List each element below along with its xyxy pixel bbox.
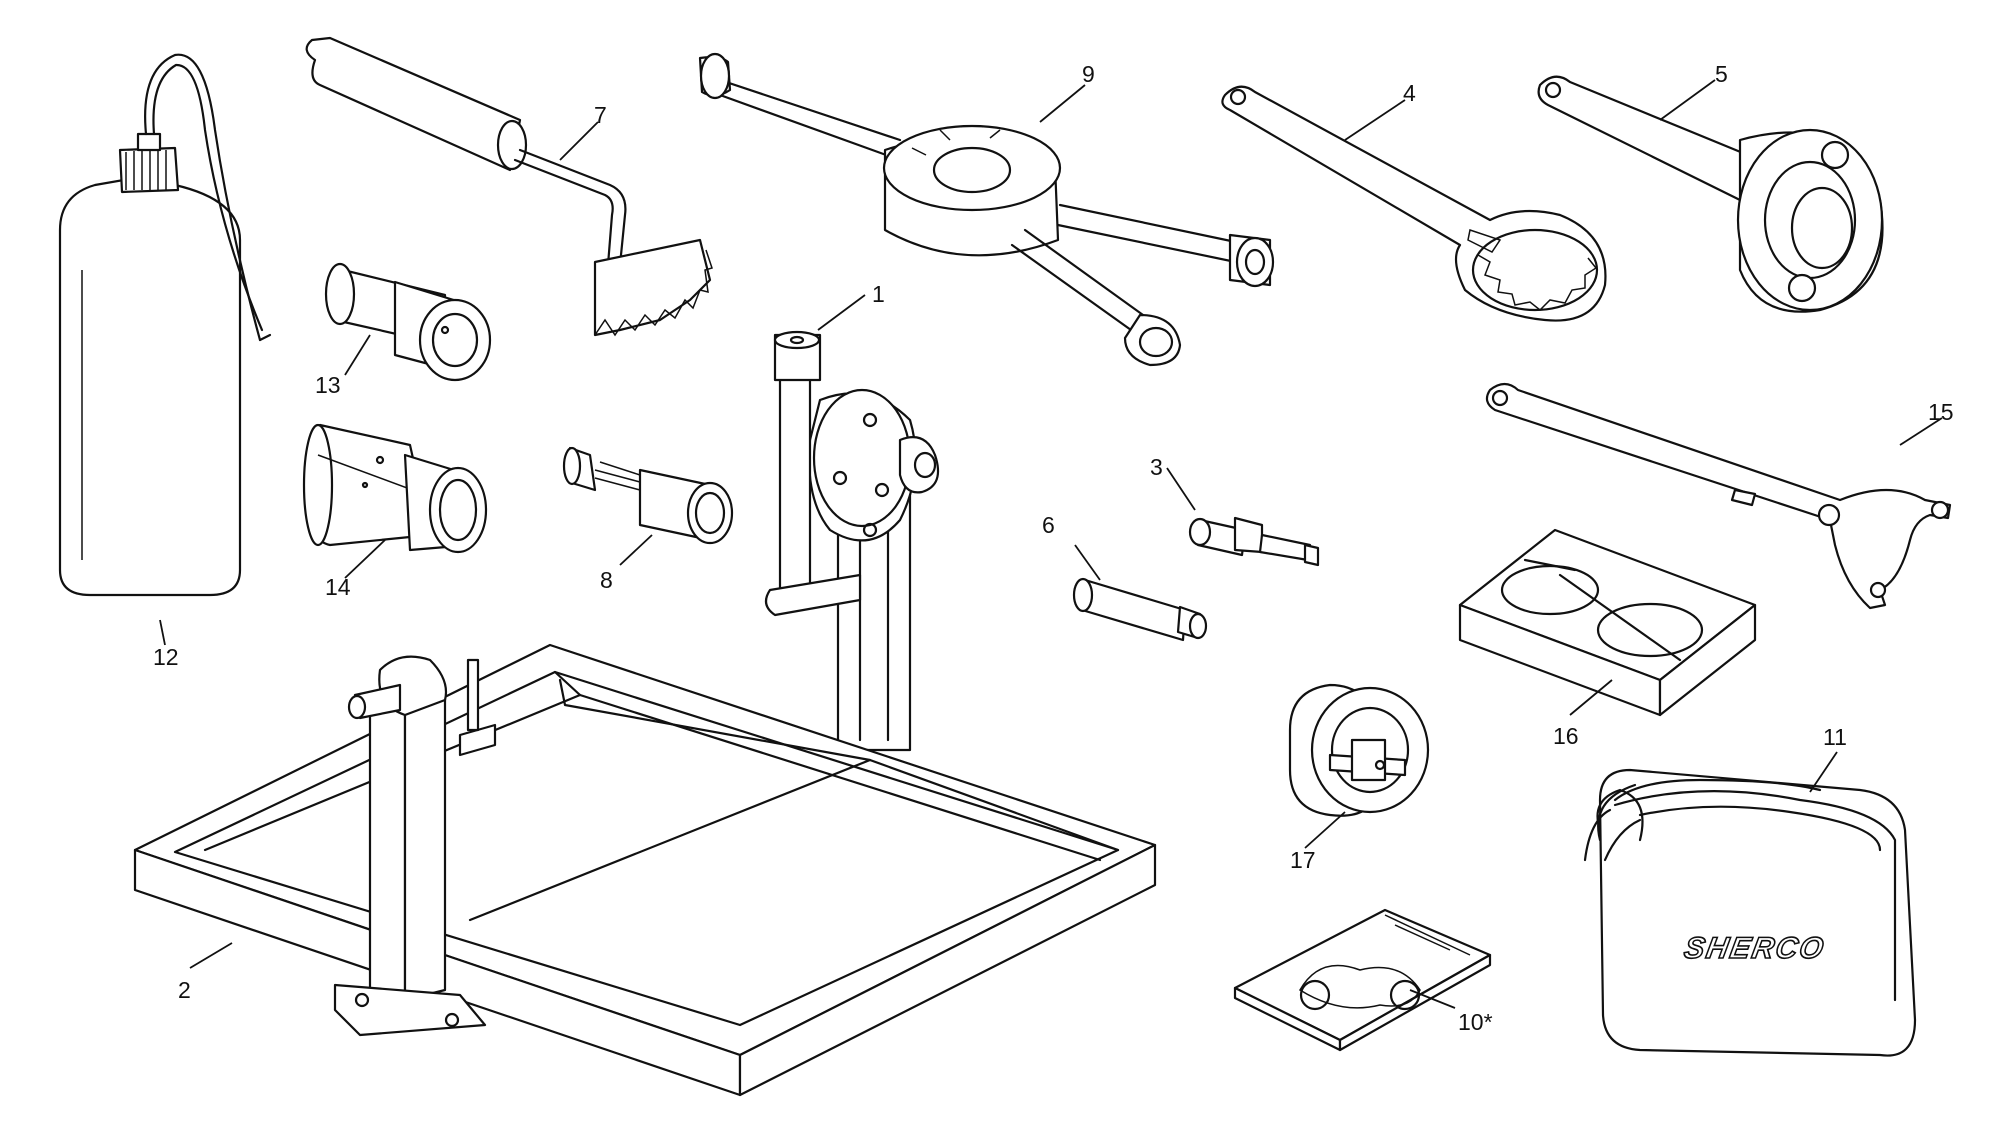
callout-2: 2 [178,977,191,1003]
tray-stand-part [133,643,1157,1097]
callout-5: 5 [1715,61,1728,87]
callout-16: 16 [1553,723,1579,749]
leader-lines [159,79,1943,1009]
callout-11: 11 [1823,724,1847,750]
clamp-block-part [1458,528,1757,717]
bag-brand-logo: SHERCO [1682,932,1828,965]
hook-spanner-part [1485,382,1952,610]
holder-ring-part [698,52,1275,367]
callout-1: 1 [872,281,885,307]
callout-8: 8 [600,567,613,593]
callout-6: 6 [1042,512,1055,538]
pin-spanner-part [1537,75,1884,313]
callout-14: 14 [325,574,351,600]
puller-tool-part [302,423,488,554]
bolt-adapter-part [562,446,734,545]
callout-9: 9 [1082,61,1095,87]
callout-labels: 1 2 3 4 5 6 7 8 9 10* 11 12 13 14 15 16 … [153,61,1954,1035]
sleeve-tool-part [324,262,492,382]
ring-spanner-part [1221,85,1607,322]
callout-4: 4 [1403,80,1416,106]
callout-15: 15 [1928,399,1954,425]
callout-3: 3 [1150,454,1163,480]
callout-13: 13 [315,372,341,398]
stepped-pin-part [1188,516,1320,567]
callout-12: 12 [153,644,179,670]
slotted-cap-part [1288,683,1430,817]
callout-17: 17 [1290,847,1316,873]
pin-tool-part [1072,577,1208,642]
wash-bottle-part [58,53,272,597]
tool-bag-part: SHERCO [1583,768,1917,1057]
toothed-lever-tool-part [305,36,713,337]
callout-7: 7 [594,102,607,128]
stand-pillar-part [764,330,940,752]
owners-manual-part [1233,908,1492,1052]
callout-10: 10* [1458,1009,1493,1035]
